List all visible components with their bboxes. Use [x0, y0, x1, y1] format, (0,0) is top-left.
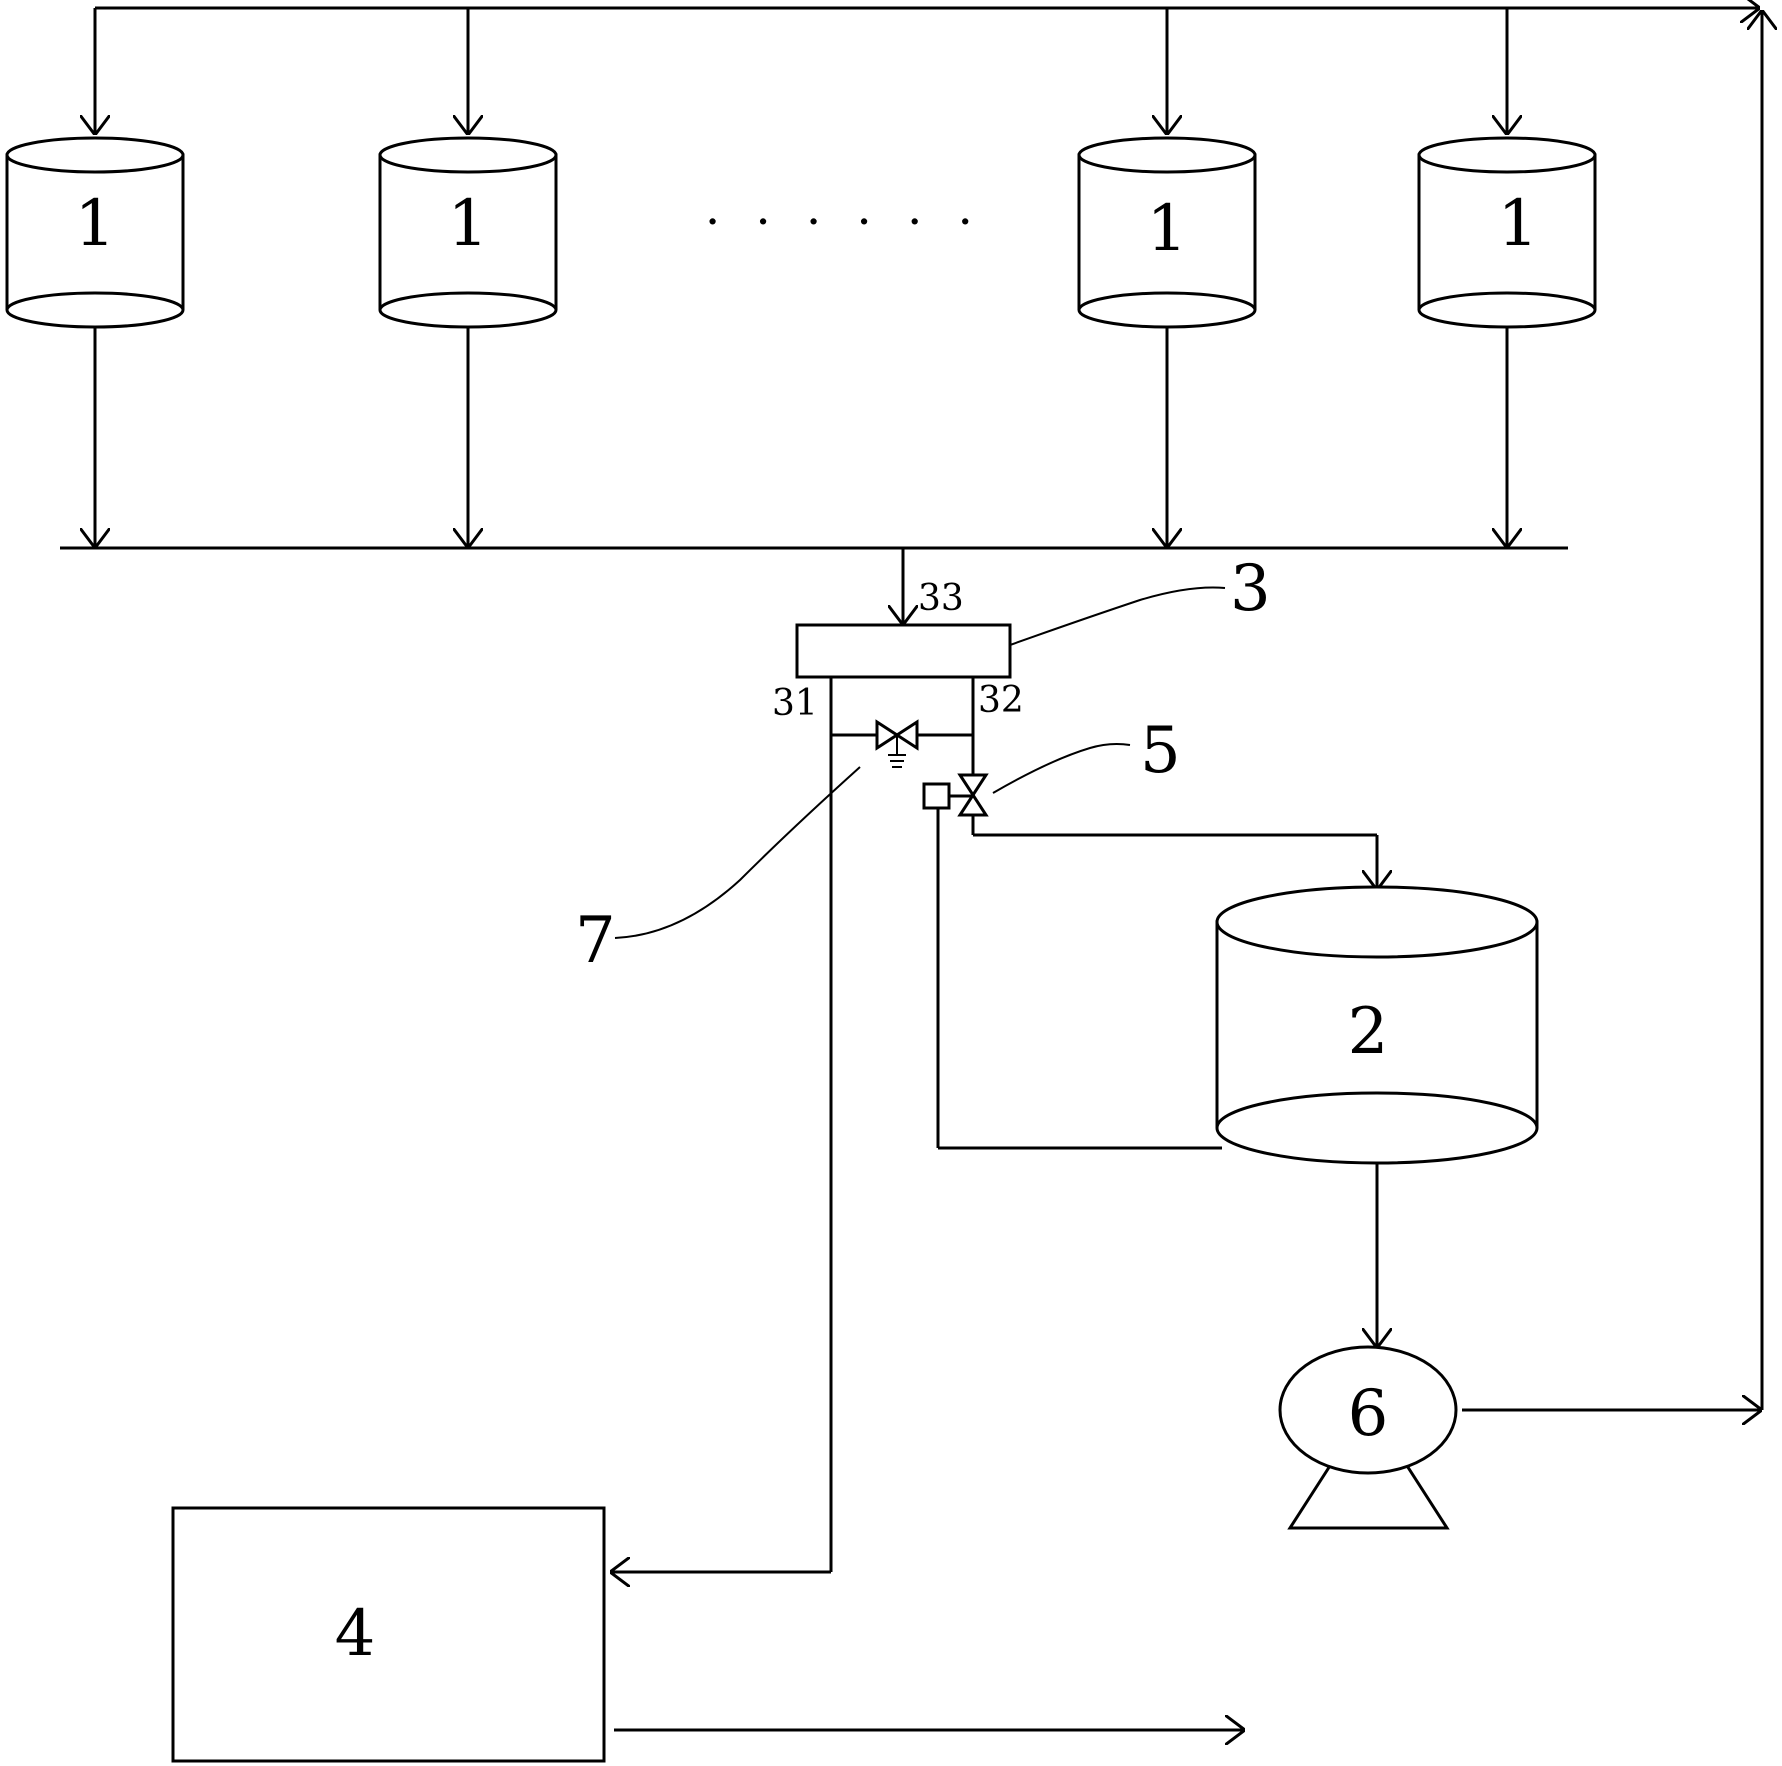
- tank-1c: 1: [1077, 136, 1257, 329]
- port-33-label: 33: [918, 578, 964, 619]
- tank-1a-label: 1: [75, 187, 116, 261]
- component-5-label: 5: [1140, 714, 1181, 788]
- port-32-label: 32: [978, 680, 1024, 721]
- pump-6: 6: [1278, 1345, 1458, 1530]
- tank-1a: 1: [5, 136, 185, 329]
- tank-1b-label: 1: [448, 187, 489, 261]
- tank-2: 2: [1215, 885, 1539, 1165]
- component-7-label: 7: [575, 904, 616, 978]
- tank-1d: 1: [1417, 136, 1597, 329]
- top-return-header: [95, 8, 1760, 135]
- pump-6-label: 6: [1348, 1377, 1389, 1451]
- port-31-label: 31: [772, 683, 818, 724]
- collection-header: [60, 328, 1568, 625]
- line-31-to-box-4: [610, 677, 833, 1572]
- tank-1c-label: 1: [1147, 192, 1188, 266]
- bypass-valve-7: 7: [575, 719, 973, 978]
- distributor-3: 33 31 32 3: [772, 552, 1271, 724]
- pump-return-line: [1462, 10, 1762, 1410]
- tank-1b: 1: [378, 136, 558, 329]
- component-3-label: 3: [1230, 552, 1271, 626]
- tank-1d-label: 1: [1498, 187, 1539, 261]
- box-4-label: 4: [335, 1597, 376, 1671]
- ellipsis-more-tanks: · · · · · ·: [705, 194, 983, 250]
- line-32-to-tank-2: 5: [922, 677, 1377, 1150]
- box-4: 4: [171, 1506, 1245, 1763]
- tank-2-label: 2: [1348, 995, 1389, 1069]
